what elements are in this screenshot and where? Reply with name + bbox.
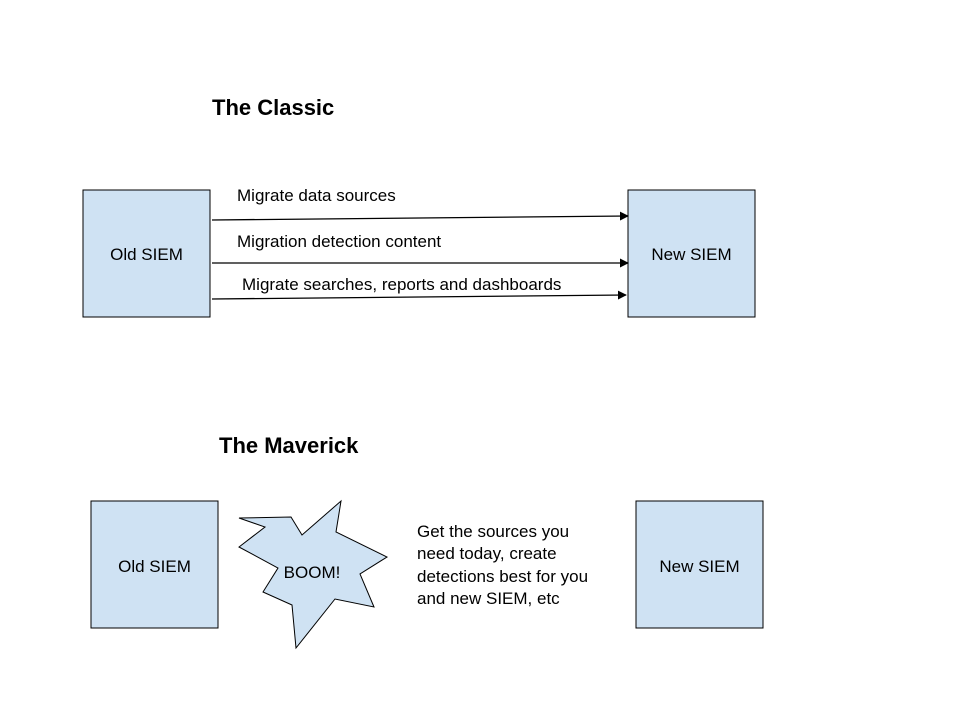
classic-arrow-detection-content: Migration detection content — [212, 232, 629, 268]
arrow-label-detection-content: Migration detection content — [237, 232, 441, 251]
classic-arrow-searches-reports: Migrate searches, reports and dashboards — [211, 275, 627, 300]
maverick-old-siem-node: Old SIEM — [90, 500, 219, 629]
arrow-line — [211, 211, 629, 221]
maverick-title: The Maverick — [219, 433, 359, 458]
boom-label: BOOM! — [284, 563, 341, 582]
note-line-1: Get the sources you — [417, 522, 569, 541]
maverick-boom-burst: BOOM! — [238, 499, 389, 650]
maverick-new-siem-node: New SIEM — [635, 500, 764, 629]
note-line-2: need today, create — [417, 544, 557, 563]
note-line-3: detections best for you — [417, 567, 588, 586]
arrow-label-searches-reports: Migrate searches, reports and dashboards — [242, 275, 561, 294]
arrow-line — [211, 290, 627, 300]
maverick-new-siem-box — [635, 500, 764, 629]
maverick-new-siem-label: New SIEM — [659, 557, 739, 576]
classic-arrow-data-sources: Migrate data sources — [211, 186, 629, 221]
classic-new-siem-label: New SIEM — [651, 245, 731, 264]
classic-old-siem-box — [82, 189, 211, 318]
maverick-old-siem-label: Old SIEM — [118, 557, 191, 576]
classic-new-siem-node: New SIEM — [627, 189, 756, 318]
boom-burst-shape — [238, 499, 389, 650]
classic-title: The Classic — [212, 95, 334, 120]
maverick-old-siem-box — [90, 500, 219, 629]
classic-old-siem-label: Old SIEM — [110, 245, 183, 264]
arrow-label-data-sources: Migrate data sources — [237, 186, 396, 205]
maverick-note: Get the sources you need today, create d… — [417, 522, 588, 608]
note-line-4: and new SIEM, etc — [417, 589, 560, 608]
classic-new-siem-box — [627, 189, 756, 318]
classic-old-siem-node: Old SIEM — [82, 189, 211, 318]
